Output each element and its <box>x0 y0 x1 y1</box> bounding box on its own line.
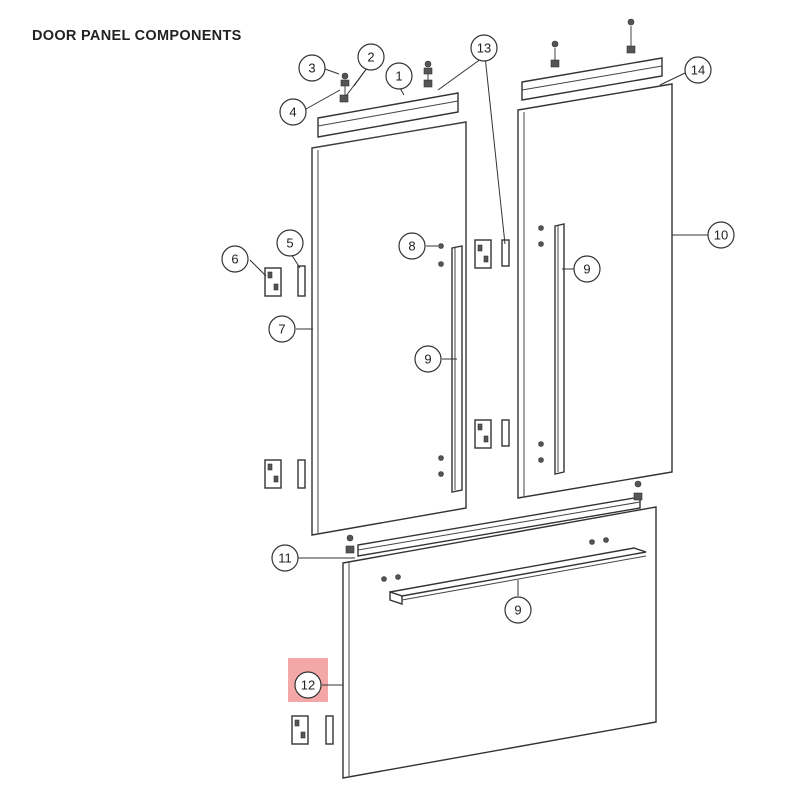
callout-8-label: 8 <box>408 239 415 254</box>
right-door-handle <box>554 223 565 475</box>
callout-2-label: 2 <box>367 50 374 65</box>
handle-screws-left <box>438 243 444 477</box>
handle-screws-right <box>538 225 544 463</box>
callout-5-label: 5 <box>286 236 293 251</box>
left-top-bracket <box>317 79 459 138</box>
left-door-panel[interactable] <box>311 121 467 536</box>
callout-2: 2 <box>357 43 385 71</box>
right-top-bracket <box>521 18 663 101</box>
callout-4-label: 4 <box>289 105 296 120</box>
callout-11: 11 <box>271 544 299 572</box>
drawer-top-rail <box>345 480 643 557</box>
right-hinge-mounts <box>501 239 510 447</box>
callout-6-label: 6 <box>231 252 238 267</box>
callout-6: 6 <box>221 245 249 273</box>
callout-9-left: 9 <box>414 345 442 373</box>
drawer-hinge-mounts <box>291 715 334 745</box>
callout-1-label: 1 <box>395 69 402 84</box>
callout-14-label: 14 <box>691 63 705 78</box>
callout-9-right: 9 <box>573 255 601 283</box>
callout-13-label: 13 <box>477 41 491 56</box>
callout-9-drawer: 9 <box>504 596 532 624</box>
handle-screws-drawer <box>381 537 609 582</box>
callout-7-label: 7 <box>278 322 285 337</box>
page-title: DOOR PANEL COMPONENTS <box>32 28 242 44</box>
callout-10: 10 <box>707 221 735 249</box>
callout-12: 12 <box>294 671 322 699</box>
callout-9-left-label: 9 <box>424 352 431 367</box>
drawer-panel[interactable] <box>342 506 657 779</box>
callout-11-label: 11 <box>278 551 292 566</box>
callout-3: 3 <box>298 54 326 82</box>
callout-3-label: 3 <box>308 61 315 76</box>
left-door-handle <box>451 245 463 493</box>
callout-7: 7 <box>268 315 296 343</box>
callout-9-drawer-label: 9 <box>514 603 521 618</box>
callout-1: 1 <box>385 62 413 90</box>
bracket-screws <box>340 60 433 96</box>
callout-9-right-label: 9 <box>583 262 590 277</box>
callout-4: 4 <box>279 98 307 126</box>
callout-5: 5 <box>276 229 304 257</box>
callout-14: 14 <box>684 56 712 84</box>
right-door-panel[interactable] <box>517 83 673 499</box>
left-hinge-mounts <box>264 239 492 489</box>
callout-13: 13 <box>470 34 498 62</box>
callout-12-label: 12 <box>301 678 315 693</box>
callout-8: 8 <box>398 232 426 260</box>
callout-10-label: 10 <box>714 228 728 243</box>
drawer-handle <box>389 547 647 605</box>
